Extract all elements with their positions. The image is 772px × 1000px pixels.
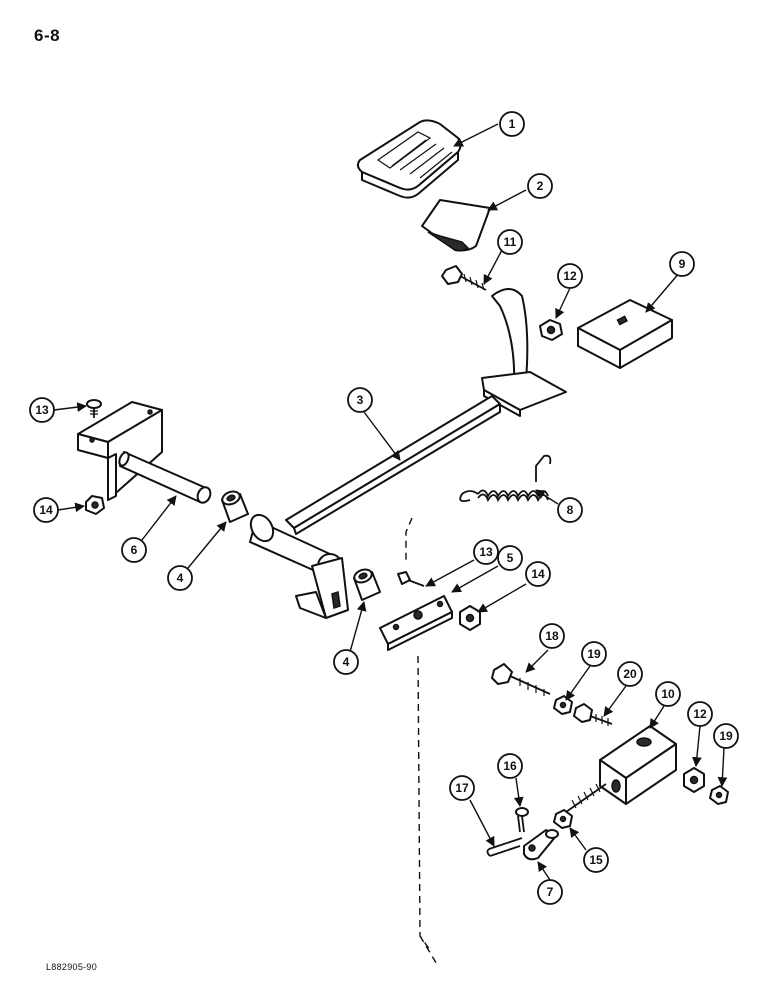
assembly-guide-line xyxy=(405,517,439,967)
callout-5: 5 xyxy=(497,545,523,571)
pedal-hub xyxy=(249,513,349,619)
svg-text:14: 14 xyxy=(39,503,53,517)
callout-13-upper: 13 xyxy=(29,397,55,423)
callout-20: 20 xyxy=(617,661,643,687)
screw-13-upper xyxy=(86,399,102,418)
svg-text:7: 7 xyxy=(547,885,554,899)
bolt-11 xyxy=(441,265,487,291)
adjuster-rod xyxy=(565,783,607,813)
svg-text:3: 3 xyxy=(357,393,364,407)
pedal-pad-insert xyxy=(421,199,491,252)
svg-text:6: 6 xyxy=(131,543,138,557)
callout-18: 18 xyxy=(539,623,565,649)
callout-12-right: 12 xyxy=(687,701,713,727)
callout-14-right: 14 xyxy=(525,561,551,587)
callout-10: 10 xyxy=(655,681,681,707)
nut-14-right xyxy=(459,605,481,631)
svg-text:12: 12 xyxy=(693,707,707,721)
svg-text:8: 8 xyxy=(567,503,574,517)
svg-text:12: 12 xyxy=(563,269,577,283)
callout-labels: 1 2 11 12 9 3 13 14 6 4 4 13 5 14 8 18 1… xyxy=(29,111,739,905)
callout-13-middle: 13 xyxy=(473,539,499,565)
adjuster-block xyxy=(599,725,677,805)
rubber-block xyxy=(577,299,673,369)
callout-4-left: 4 xyxy=(167,565,193,591)
callout-19-upper: 19 xyxy=(581,641,607,667)
svg-text:2: 2 xyxy=(537,179,544,193)
callout-6: 6 xyxy=(121,537,147,563)
nut-14-left xyxy=(85,495,105,515)
clevis-7 xyxy=(523,829,559,861)
callout-19-right: 19 xyxy=(713,723,739,749)
leader-lines xyxy=(53,123,728,881)
svg-text:19: 19 xyxy=(719,729,733,743)
page-number: 6-8 xyxy=(34,26,61,45)
svg-text:5: 5 xyxy=(507,551,514,565)
bolt-20 xyxy=(573,703,613,726)
bushing-4-right xyxy=(353,568,381,601)
nut-12-right xyxy=(683,767,705,793)
svg-text:11: 11 xyxy=(504,235,517,249)
pedal-pad xyxy=(356,119,462,199)
nut-19-right xyxy=(709,785,729,805)
svg-text:10: 10 xyxy=(661,687,675,701)
callout-11: 11 xyxy=(497,229,523,255)
pedal-shaft xyxy=(285,395,501,535)
svg-text:4: 4 xyxy=(177,571,184,585)
screw-13-middle xyxy=(397,571,425,587)
bolt-18 xyxy=(491,663,551,696)
clevis-pin-16 xyxy=(515,807,529,833)
nut-12 xyxy=(539,319,563,341)
nut-19-upper xyxy=(553,695,573,715)
svg-text:14: 14 xyxy=(531,567,545,581)
callout-1: 1 xyxy=(499,111,525,137)
svg-text:16: 16 xyxy=(503,759,517,773)
svg-text:13: 13 xyxy=(35,403,49,417)
callout-14-left: 14 xyxy=(33,497,59,523)
callout-15: 15 xyxy=(583,847,609,873)
svg-text:20: 20 xyxy=(623,667,637,681)
callout-16: 16 xyxy=(497,753,523,779)
callout-2: 2 xyxy=(527,173,553,199)
svg-text:15: 15 xyxy=(589,853,603,867)
mounting-bracket xyxy=(77,401,163,501)
callout-17: 17 xyxy=(449,775,475,801)
figure-code: L882905-90 xyxy=(46,962,98,972)
pedal-arm xyxy=(481,288,567,417)
svg-text:19: 19 xyxy=(587,647,601,661)
bushing-4-left xyxy=(221,490,249,523)
stop-plate xyxy=(379,595,453,651)
callout-8: 8 xyxy=(557,497,583,523)
svg-text:9: 9 xyxy=(679,257,686,271)
stub-shaft xyxy=(118,451,212,504)
callout-9: 9 xyxy=(669,251,695,277)
cotter-pin-17 xyxy=(486,837,523,857)
jam-nut-15 xyxy=(553,809,573,829)
callout-7: 7 xyxy=(537,879,563,905)
svg-text:1: 1 xyxy=(509,117,516,131)
svg-text:4: 4 xyxy=(343,655,350,669)
svg-text:18: 18 xyxy=(545,629,559,643)
return-spring xyxy=(459,454,552,503)
callout-3: 3 xyxy=(347,387,373,413)
callout-4-right: 4 xyxy=(333,649,359,675)
callout-12: 12 xyxy=(557,263,583,289)
svg-text:13: 13 xyxy=(479,545,493,559)
svg-text:17: 17 xyxy=(455,781,469,795)
